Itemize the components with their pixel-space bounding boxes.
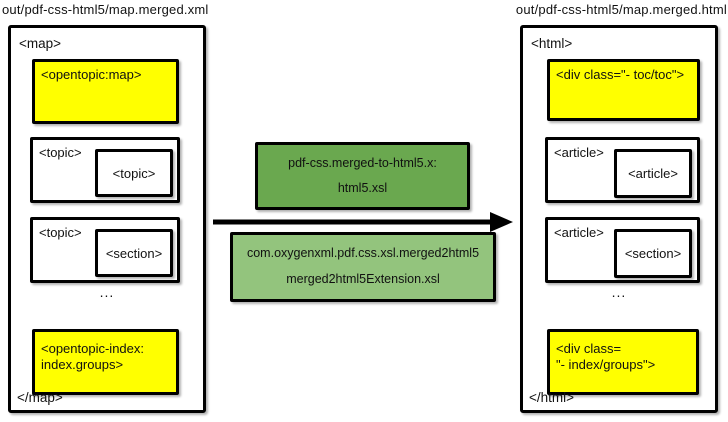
topic-group-1: <topic> <topic> <box>30 137 180 203</box>
article-group-2: <article> <section> <box>545 217 700 283</box>
ellipsis-more-content: ... <box>99 284 115 300</box>
index-div-label-line1: <div class= <box>556 341 622 356</box>
toc-div-label: <div class="- toc/toc"> <box>556 67 685 82</box>
article-open-tag: <article> <box>554 145 604 160</box>
xml-document-box: <map> <opentopic:map> <topic> <topic> <t… <box>8 25 206 413</box>
xslt-extension-file: merged2html5Extension.xsl <box>286 272 440 287</box>
nested-section-label: <section> <box>105 245 163 261</box>
map-open-tag: <map> <box>19 36 62 51</box>
nested-topic-label: <topic> <box>112 165 156 181</box>
left-file-title: out/pdf-css-html5/map.merged.xml <box>2 2 209 17</box>
arrow-right-icon <box>213 212 513 232</box>
opentopic-index-highlight-box: <opentopic-index: index.groups> <box>32 329 179 395</box>
index-div-label-line2: "- index/groups"> <box>556 357 656 373</box>
html-open-tag: <html> <box>531 36 573 51</box>
nested-section-box: <section> <box>95 229 173 277</box>
article-open-tag: <article> <box>554 225 604 240</box>
xslt-stylesheet-file: html5.xsl <box>337 180 388 195</box>
opentopic-map-label: <opentopic:map> <box>41 67 142 82</box>
html-document-box: <html> <div class="- toc/toc"> <article>… <box>520 25 718 413</box>
nested-topic-box: <topic> <box>95 149 173 197</box>
topic-open-tag: <topic> <box>39 145 82 160</box>
article-group-1: <article> <article> <box>545 137 700 203</box>
right-file-title: out/pdf-css-html5/map.merged.html <box>515 2 727 17</box>
nested-section-label: <section> <box>624 246 682 261</box>
nested-article-box: <article> <box>614 149 692 198</box>
nested-article-label: <article> <box>628 166 678 181</box>
topic-open-tag: <topic> <box>39 225 82 240</box>
toc-div-highlight-box: <div class="- toc/toc"> <box>547 59 700 121</box>
opentopic-index-label-line1: <opentopic-index: <box>41 341 144 356</box>
xslt-extension-package: com.oxygenxml.pdf.css.xsl.merged2html5 <box>246 246 480 261</box>
xslt-stylesheet-box: pdf-css.merged-to-html5.x: html5.xsl <box>255 142 470 210</box>
opentopic-index-label-line2: index.groups> <box>41 357 124 373</box>
index-div-highlight-box: <div class= "- index/groups"> <box>547 329 699 395</box>
topic-group-2: <topic> <section> <box>30 217 180 283</box>
opentopic-map-highlight-box: <opentopic:map> <box>32 59 179 124</box>
xslt-stylesheet-id: pdf-css.merged-to-html5.x: <box>288 155 437 170</box>
map-close-tag: </map> <box>17 390 63 405</box>
nested-section-box: <section> <box>614 229 692 278</box>
html-close-tag: </html> <box>529 390 575 405</box>
xslt-extension-box: com.oxygenxml.pdf.css.xsl.merged2html5 m… <box>230 232 496 302</box>
ellipsis-more-content: ... <box>611 284 627 300</box>
